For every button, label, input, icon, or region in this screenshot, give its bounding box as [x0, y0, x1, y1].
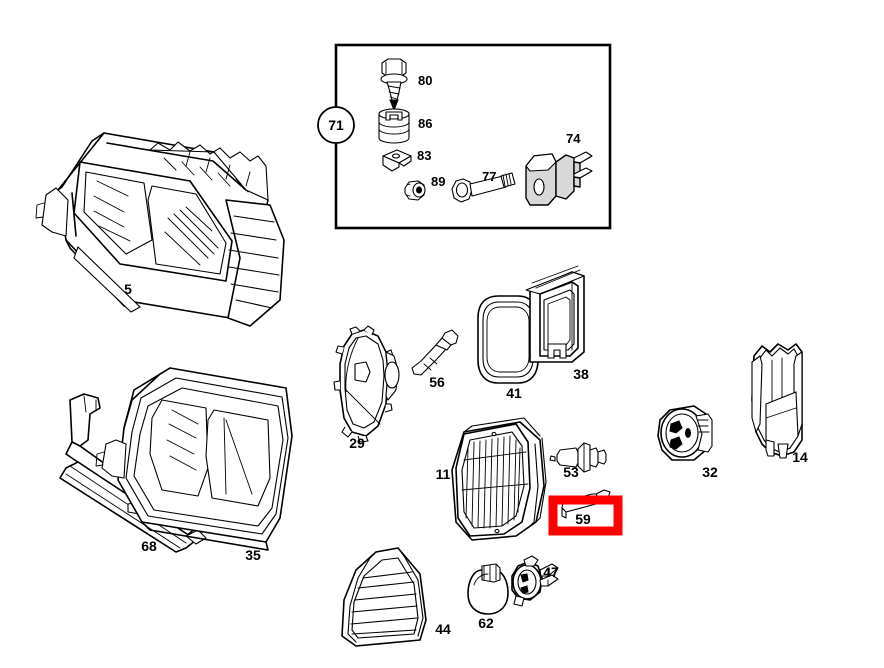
callout-label-71: 71 [328, 117, 344, 133]
callout-label-86: 86 [418, 116, 432, 131]
part-bulb-socket-pin[interactable]: 53 [549, 442, 607, 480]
callout-label-89: 89 [431, 174, 445, 189]
part-indicator-bulb[interactable]: 62 [467, 563, 509, 631]
callout-label-11: 11 [436, 466, 451, 482]
part-electrical-connector-switch[interactable]: 74 [525, 131, 593, 206]
callout-label-74: 74 [566, 131, 581, 146]
selected-part-highlight [548, 495, 623, 536]
callout-label-53: 53 [563, 464, 579, 480]
callout-label-41: 41 [506, 385, 522, 401]
part-spring-clip-nut[interactable]: 83 [382, 148, 431, 172]
callout-label-32: 32 [702, 464, 718, 480]
callout-label-5: 5 [124, 281, 132, 297]
part-headlamp-assembly-right[interactable]: 5 [35, 132, 285, 327]
part-bulb-socket-holder[interactable]: 47 [511, 555, 559, 607]
part-halogen-bulb-h1[interactable]: 56 [411, 329, 459, 390]
part-hex-head-screw[interactable]: 80 [380, 58, 432, 112]
part-fog-lamp-grille-lens[interactable]: 11 [436, 417, 547, 541]
callout-label-83: 83 [417, 148, 431, 163]
callout-label-29: 29 [349, 435, 365, 451]
part-reflector-housing[interactable]: 29 [333, 325, 400, 451]
callout-label-38: 38 [573, 366, 589, 382]
callout-bubble-71 [317, 106, 355, 144]
hardware-kit-group[interactable]: 71 [317, 43, 612, 230]
part-mounting-bracket[interactable]: 14 [751, 343, 808, 465]
callout-label-80: 80 [418, 73, 432, 88]
callout-label-14: 14 [792, 449, 808, 465]
part-bulb-socket-round[interactable]: 32 [657, 405, 718, 480]
callout-label-44: 44 [435, 621, 451, 637]
part-turn-signal-lens[interactable]: 44 [341, 547, 451, 647]
callout-label-47: 47 [543, 564, 559, 580]
callout-label-77: 77 [482, 169, 496, 184]
callout-label-68: 68 [141, 538, 157, 554]
callout-label-62: 62 [478, 615, 494, 631]
part-bulb-holder-bracket[interactable]: 38 [525, 265, 589, 382]
part-flanged-bolt[interactable]: 77 [451, 169, 516, 203]
callout-label-56: 56 [429, 374, 445, 390]
part-rubber-grommet[interactable]: 86 [378, 108, 432, 144]
callout-label-59: 59 [575, 511, 591, 527]
callout-label-35: 35 [245, 547, 261, 563]
part-lens-gasket-seal[interactable]: 41 [477, 295, 539, 401]
part-headlamp-lens-frame-left[interactable]: 35 [95, 367, 293, 563]
part-hex-nut[interactable]: 89 [404, 174, 445, 201]
